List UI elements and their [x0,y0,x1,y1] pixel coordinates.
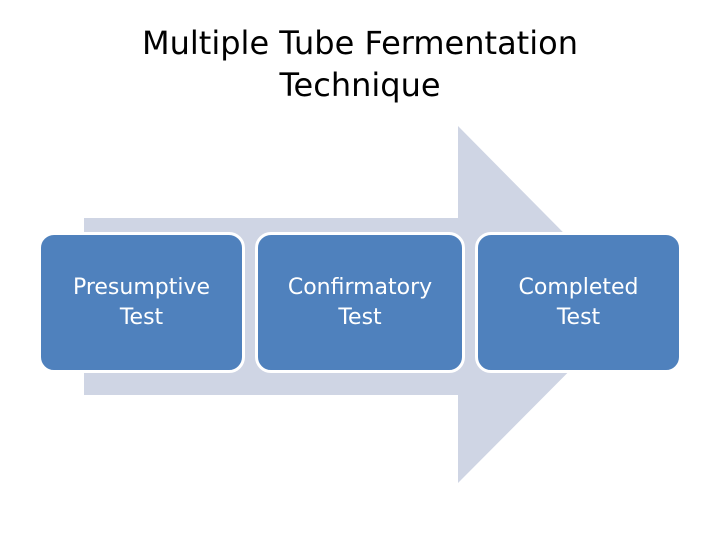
stage-box-confirmatory-test[interactable]: Confirmatory Test [255,232,465,373]
stage-box-completed-test[interactable]: Completed Test [475,232,682,373]
page-title: Multiple Tube Fermentation Technique [142,24,578,104]
stage-box-presumptive-test[interactable]: Presumptive Test [38,232,245,373]
